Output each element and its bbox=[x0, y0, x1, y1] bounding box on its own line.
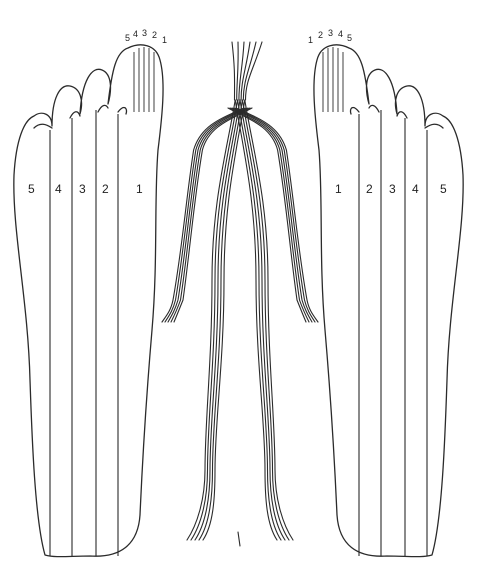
left-zone-label: 5 bbox=[28, 182, 35, 196]
left-toe-crease bbox=[118, 108, 127, 114]
left-leg-line bbox=[203, 100, 245, 540]
head-line bbox=[232, 42, 235, 100]
right-arm-line bbox=[232, 108, 312, 322]
right-zone-lines bbox=[359, 110, 427, 556]
left-zone-label: 1 bbox=[136, 182, 143, 196]
left-zone-lines bbox=[50, 110, 118, 556]
left-toe-crease bbox=[70, 112, 80, 118]
right-toe-crease bbox=[369, 105, 379, 112]
left-zone-label: 4 bbox=[55, 182, 62, 196]
left-arm-line bbox=[174, 108, 252, 322]
left-toe-label: 3 bbox=[142, 28, 147, 38]
left-toe-crease bbox=[98, 105, 108, 112]
head-line bbox=[237, 42, 238, 100]
left-toe-label: 2 bbox=[152, 30, 157, 40]
right-foot: 1 2 3 4 5 1 2 3 4 5 bbox=[308, 28, 463, 557]
right-arm-line bbox=[234, 108, 315, 322]
right-toe-crease bbox=[425, 124, 443, 128]
left-foot-outline bbox=[14, 45, 163, 557]
right-zone-label: 3 bbox=[389, 182, 396, 196]
right-toe-label: 1 bbox=[308, 35, 313, 45]
left-leg-line bbox=[199, 100, 242, 540]
left-foot: 5 4 3 2 1 5 4 3 2 1 bbox=[14, 28, 167, 557]
right-arm-line bbox=[236, 108, 318, 322]
left-arm-line bbox=[168, 108, 248, 322]
left-toe-label: 4 bbox=[133, 29, 138, 39]
right-big-toe-hatching bbox=[323, 47, 343, 112]
right-zone-label: 1 bbox=[335, 182, 342, 196]
body-meridian-lines bbox=[162, 42, 318, 540]
right-toe-label: 5 bbox=[347, 33, 352, 43]
left-toe-crease bbox=[34, 124, 52, 128]
right-foot-outline bbox=[314, 45, 463, 557]
left-zone-label: 2 bbox=[102, 182, 109, 196]
bottom-mark bbox=[238, 532, 240, 546]
right-zone-label: 5 bbox=[440, 182, 447, 196]
right-toe-crease bbox=[397, 112, 407, 118]
right-zone-label: 4 bbox=[412, 182, 419, 196]
right-arm-line bbox=[228, 108, 306, 322]
left-arm-line bbox=[165, 108, 246, 322]
right-leg-line bbox=[235, 100, 277, 540]
right-zone-label: 2 bbox=[366, 182, 373, 196]
right-toe-label: 2 bbox=[318, 30, 323, 40]
left-toe-label: 1 bbox=[162, 35, 167, 45]
left-zone-label: 3 bbox=[79, 182, 86, 196]
left-arm-line bbox=[162, 108, 244, 322]
right-toe-label: 4 bbox=[338, 29, 343, 39]
right-toe-crease bbox=[350, 108, 359, 114]
left-toe-label: 5 bbox=[125, 33, 130, 43]
left-big-toe-hatching bbox=[134, 47, 154, 112]
right-leg-line bbox=[238, 100, 281, 540]
right-toe-label: 3 bbox=[328, 28, 333, 38]
